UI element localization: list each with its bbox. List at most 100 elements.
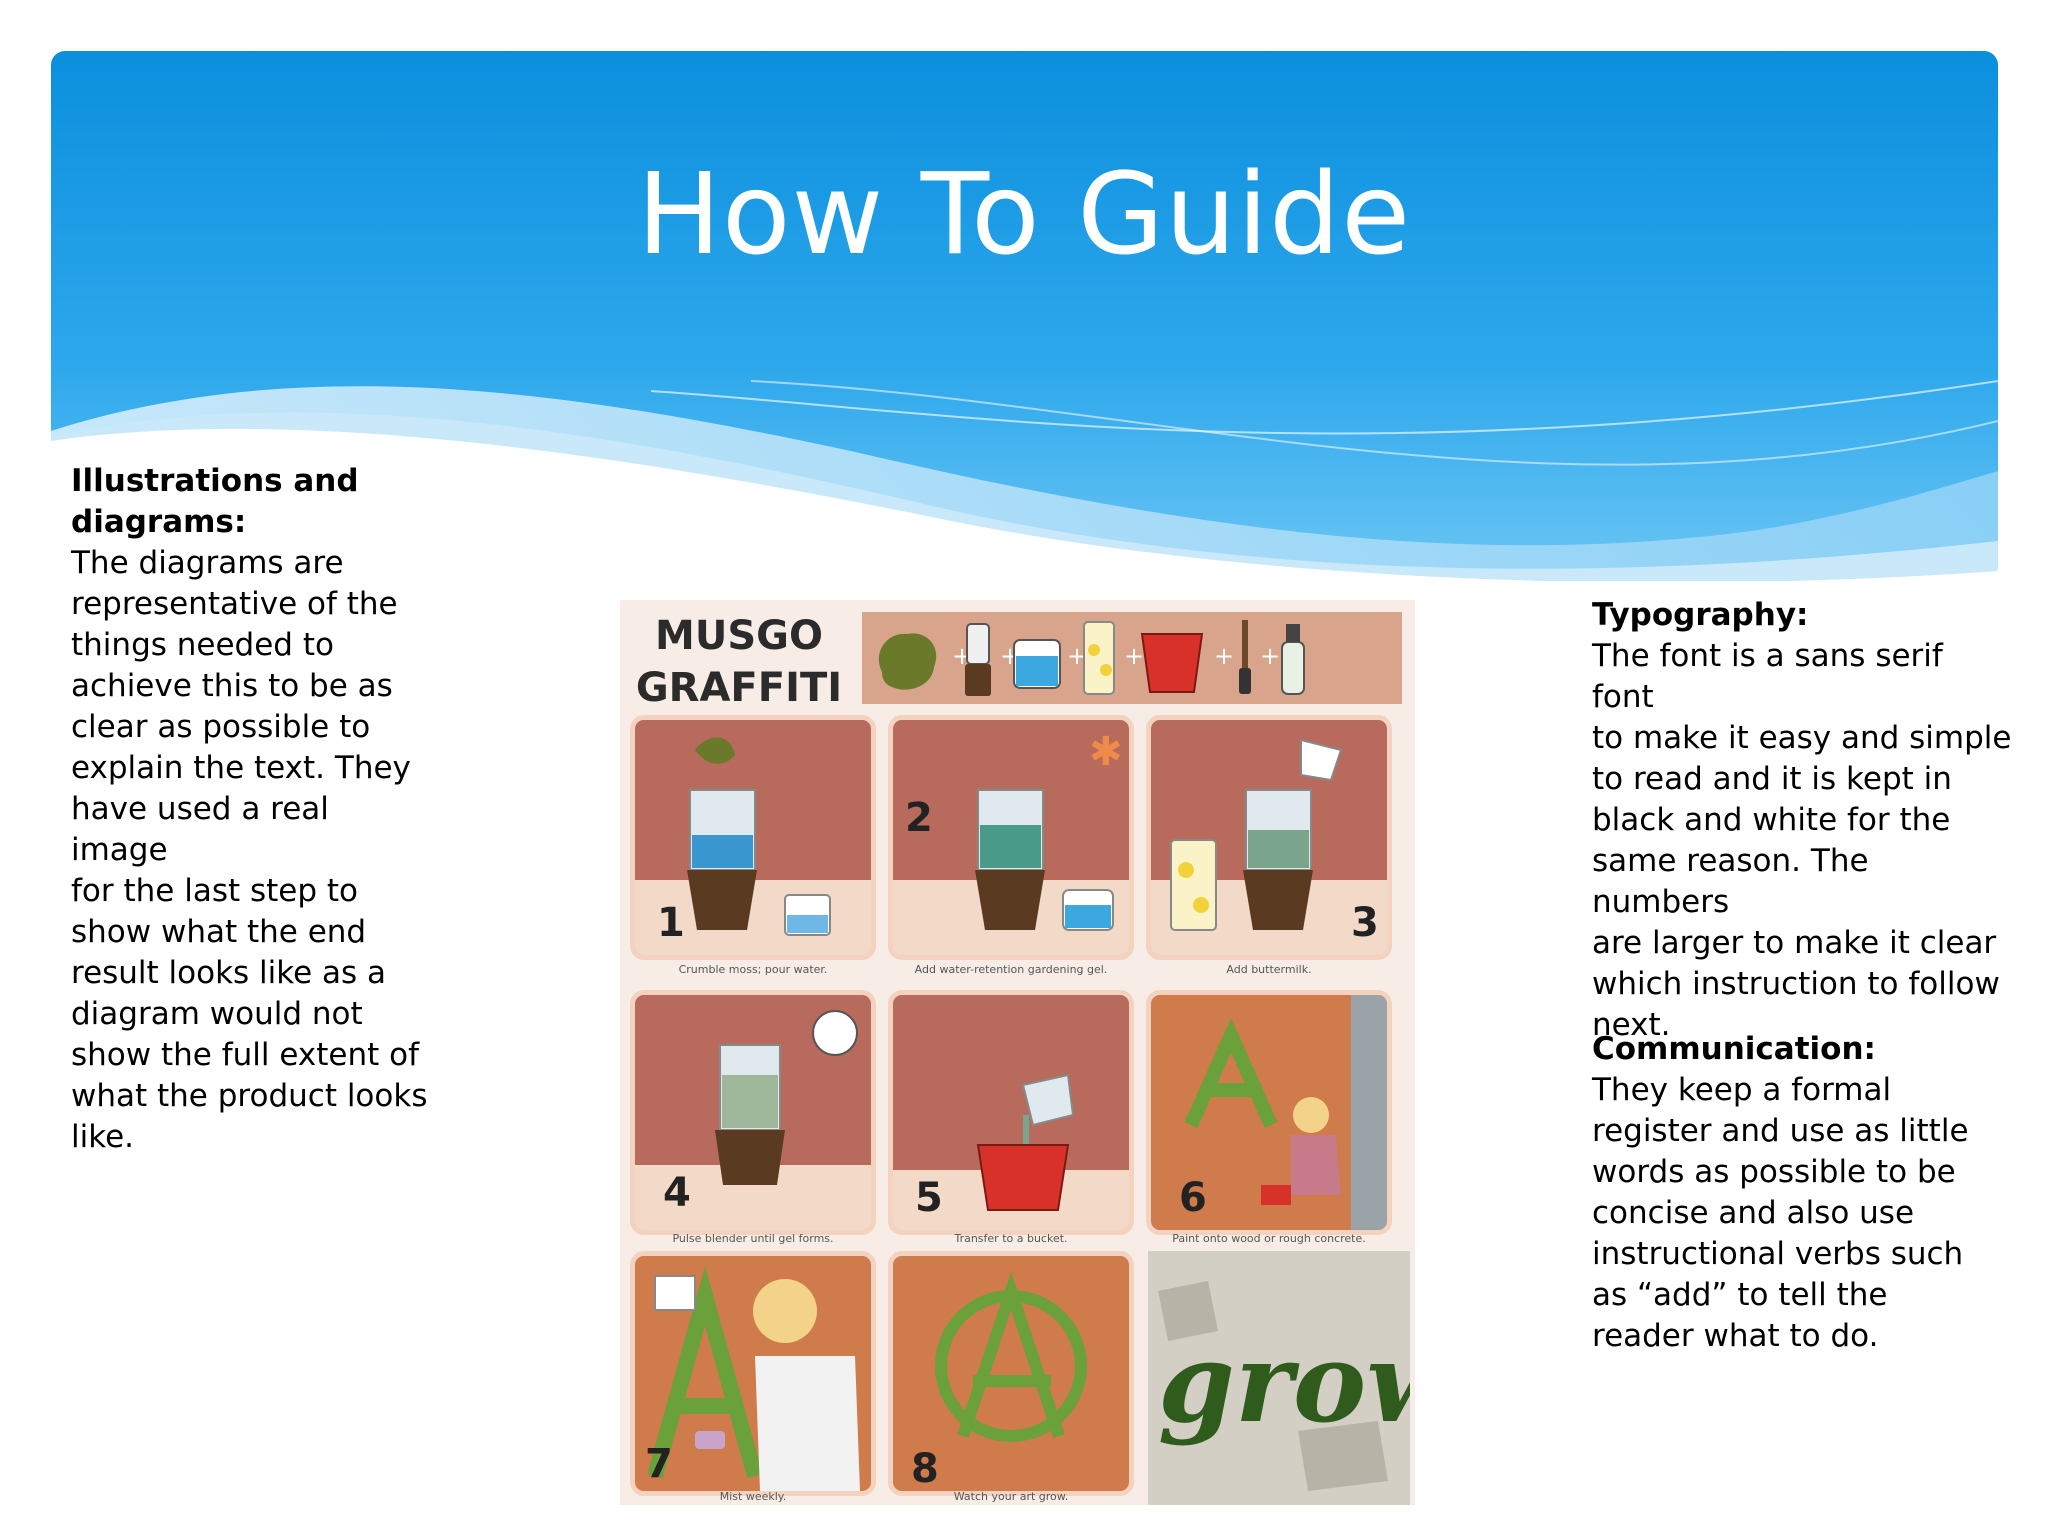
poster-title-line-1: MUSGO — [655, 613, 823, 659]
step-number: 7 — [645, 1441, 673, 1487]
typography-line: which instruction to follow — [1592, 966, 2000, 1002]
step-panel-6: 6 — [1146, 990, 1392, 1235]
communication-line: register and use as little — [1592, 1113, 1969, 1149]
step-8-illustration — [893, 1256, 1129, 1491]
typography-section: Typography: The font is a sans serif fon… — [1592, 595, 2012, 1046]
svg-text:+: + — [1067, 642, 1087, 670]
blender-icon — [966, 623, 990, 665]
supplies-icons: + + + + + + — [878, 620, 1305, 696]
step-1-illustration — [635, 720, 871, 955]
spray-bottle-icon — [1281, 641, 1305, 695]
illustrations-line: The diagrams are — [71, 545, 344, 581]
anarchy-moss-symbol — [647, 1266, 763, 1479]
step-7-illustration — [635, 1256, 871, 1491]
step-6-illustration — [1151, 995, 1387, 1230]
illustrations-line: have used a real image — [71, 791, 329, 868]
typography-line: to make it easy and simple — [1592, 720, 2012, 756]
typography-line: black and white for the — [1592, 802, 1951, 838]
slide-title: How To Guide — [636, 150, 1412, 280]
step-panel-3: 3 — [1146, 715, 1392, 960]
step-number: 2 — [905, 795, 933, 841]
step-panel-4: 4 — [630, 990, 876, 1235]
svg-text:+: + — [1260, 642, 1280, 670]
moss-icon — [695, 737, 735, 764]
pouring-cup-icon — [1300, 738, 1343, 782]
svg-text:+: + — [1124, 642, 1144, 670]
communication-heading: Communication: — [1592, 1031, 1876, 1067]
step-panel-8: 8 — [888, 1251, 1134, 1496]
bucket-icon — [976, 1144, 1070, 1211]
buttermilk-carton-icon — [1170, 839, 1217, 931]
typography-line: same reason. The numbers — [1592, 843, 1869, 920]
svg-text:+: + — [1214, 642, 1234, 670]
step-number: 3 — [1351, 900, 1379, 946]
communication-line: words as possible to be — [1592, 1154, 1956, 1190]
communication-line: concise and also use — [1592, 1195, 1915, 1231]
communication-line: instructional verbs such — [1592, 1236, 1964, 1272]
bucket-icon — [1140, 633, 1204, 693]
illustrations-line: clear as possible to — [71, 709, 371, 745]
illustrations-line: things needed to — [71, 627, 334, 663]
typography-heading: Typography: — [1592, 597, 1809, 633]
moss-icon — [878, 633, 937, 690]
step-4-illustration — [635, 995, 871, 1230]
bucket-icon — [1261, 1185, 1291, 1205]
illustrations-line: show what the end — [71, 914, 367, 950]
step-caption: Pulse blender until gel forms. — [672, 1232, 834, 1245]
step-caption: Transfer to a bucket. — [954, 1232, 1068, 1245]
communication-section: Communication: They keep a formal regist… — [1592, 1029, 1992, 1357]
typography-line: next. — [1592, 1007, 1671, 1043]
calendar-icon — [654, 1275, 696, 1311]
illustrations-line: explain the text. They — [71, 750, 411, 786]
poster-title: MUSGO GRAFFITI — [634, 610, 844, 714]
typography-line: The font is a sans serif font — [1592, 638, 1943, 715]
moss-word: grow — [1158, 1318, 1410, 1447]
illustrations-line: what the product looks — [71, 1078, 428, 1114]
sparkle-icon: ✱ — [1089, 729, 1123, 775]
buttermilk-carton-icon — [1083, 621, 1115, 695]
illustrations-line: show the full extent of — [71, 1037, 419, 1073]
illustrations-section: Illustrations and diagrams: The diagrams… — [71, 461, 431, 1158]
step-5-illustration — [893, 995, 1129, 1230]
communication-line: reader what to do. — [1592, 1318, 1879, 1354]
step-number: 8 — [911, 1446, 939, 1492]
header-band — [51, 51, 1998, 581]
illustrations-line: result looks like as a — [71, 955, 387, 991]
step-3-illustration — [1151, 720, 1387, 955]
step-panel-7: 7 — [630, 1251, 876, 1496]
step-caption: Add water-retention gardening gel. — [914, 963, 1108, 976]
paintbrush-icon — [1242, 620, 1248, 670]
anarchy-moss-symbol — [1184, 1017, 1278, 1128]
communication-line: They keep a formal — [1592, 1072, 1892, 1108]
step-caption: Add buttermilk. — [1226, 963, 1312, 976]
header-wave-graphic — [51, 51, 1998, 581]
step-number: 6 — [1179, 1175, 1207, 1221]
illustrations-heading-line-1: Illustrations and — [71, 463, 359, 499]
musgo-graffiti-poster: MUSGO GRAFFITI + + + + + + — [620, 600, 1415, 1505]
illustrations-line: for the last step to — [71, 873, 359, 909]
step-caption: Watch your art grow. — [953, 1490, 1069, 1503]
timer-icon — [812, 1010, 858, 1056]
moss-graffiti-photo: grow — [1148, 1251, 1410, 1505]
typography-line: to read and it is kept in — [1592, 761, 1952, 797]
poster-title-line-2: GRAFFITI — [635, 665, 843, 711]
step-number: 4 — [663, 1170, 691, 1216]
step-caption: Crumble moss; pour water. — [678, 963, 828, 976]
step-panel-2: ✱ 2 — [888, 715, 1134, 960]
step-caption: Mist weekly. — [719, 1490, 787, 1503]
moss-wall-photo: grow — [1148, 1251, 1410, 1505]
spray-bottle-icon — [695, 1431, 725, 1449]
illustrations-heading-line-2: diagrams: — [71, 504, 247, 540]
step-2-illustration: ✱ — [893, 720, 1129, 955]
illustrations-line: diagram would not — [71, 996, 363, 1032]
step-caption: Paint onto wood or rough concrete. — [1172, 1232, 1366, 1245]
step-number: 5 — [915, 1175, 943, 1221]
illustrations-line: achieve this to be as — [71, 668, 393, 704]
communication-line: as “add” to tell the — [1592, 1277, 1888, 1313]
step-number: 1 — [657, 900, 685, 946]
typography-line: are larger to make it clear — [1592, 925, 1997, 961]
supplies-strip: + + + + + + — [862, 612, 1402, 704]
step-panel-1: 1 — [630, 715, 876, 960]
step-panel-5: 5 — [888, 990, 1134, 1235]
illustrations-line: representative of the — [71, 586, 398, 622]
